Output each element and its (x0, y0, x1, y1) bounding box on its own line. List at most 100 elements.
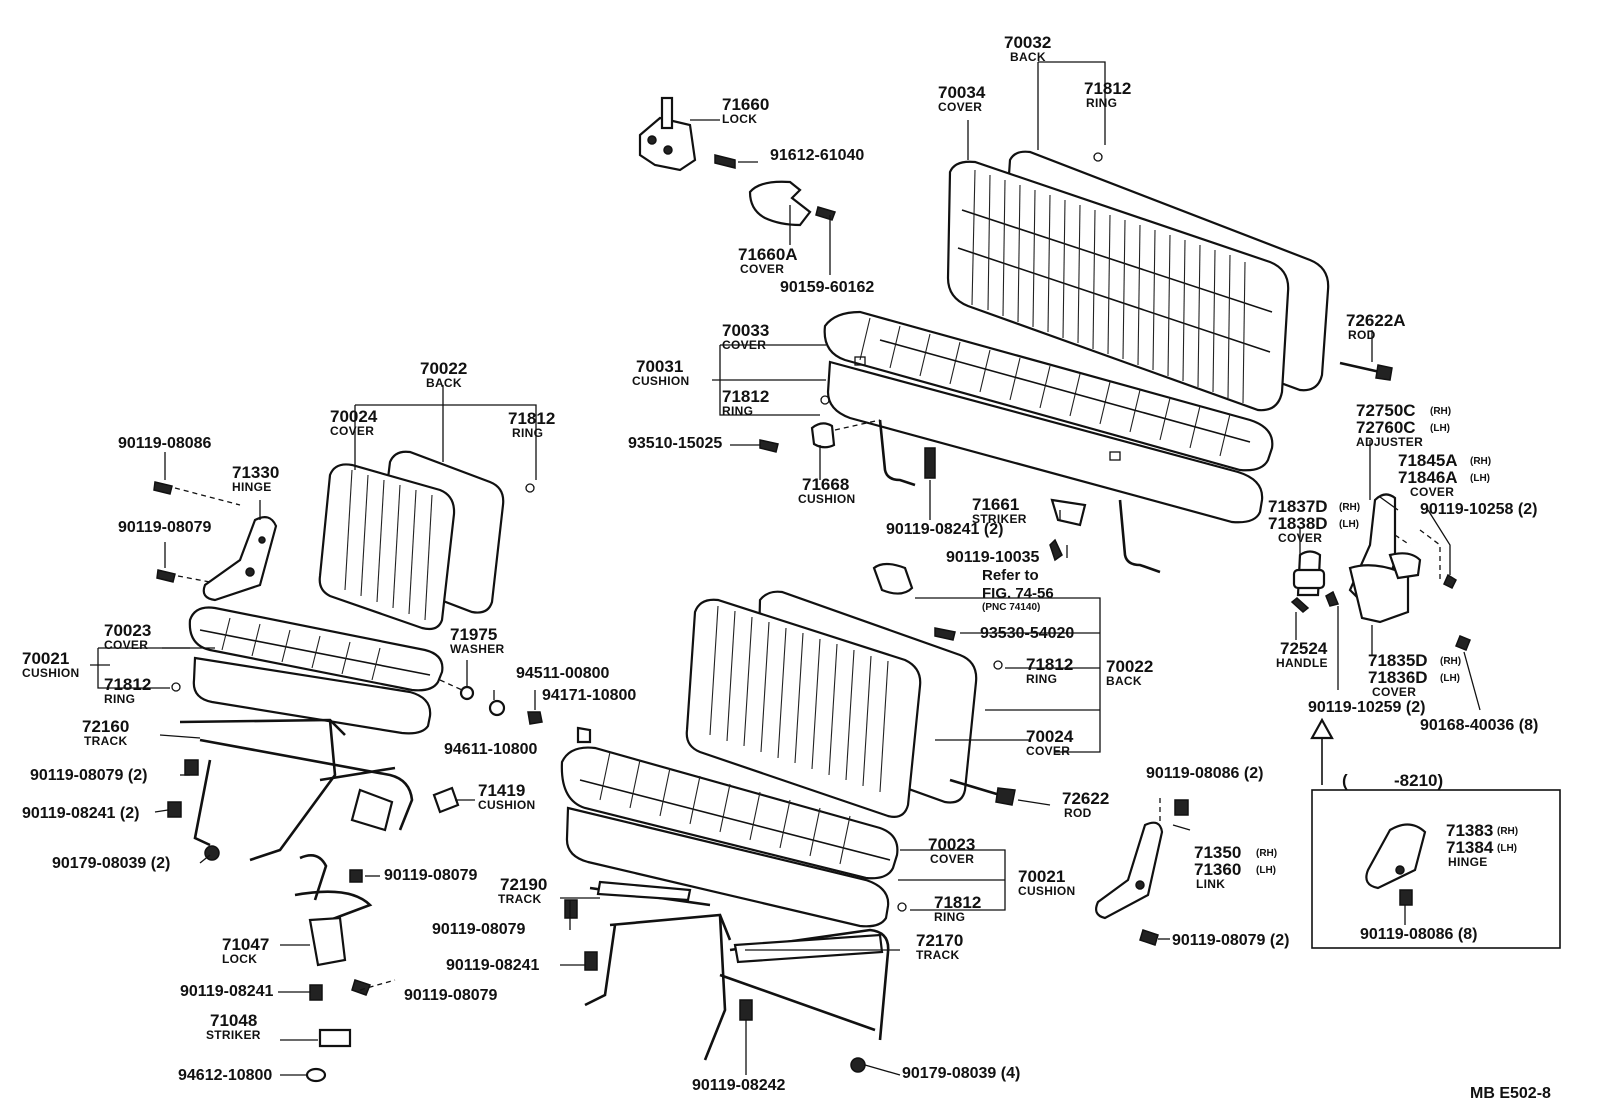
label-70022-left-name: BACK (426, 376, 462, 390)
label-71836D-qual: (LH) (1440, 673, 1460, 684)
label-71812-left2-number: 71812 (104, 675, 152, 694)
diagram-id: MB E502-8 (1470, 1085, 1551, 1102)
ring-71812-c (993, 660, 1003, 670)
label-71845A-number: 71845A (1398, 451, 1458, 470)
label-72750C-number: 72750C (1356, 401, 1416, 420)
label-71660A-name: COVER (740, 262, 785, 276)
label-71975-number: 71975 (450, 625, 498, 644)
hinge-71383 (1365, 823, 1427, 906)
lock-71660 (638, 96, 736, 172)
label-71660-name: LOCK (722, 112, 758, 126)
label-70034-number: 70034 (938, 83, 986, 102)
label-70023-c-name: COVER (930, 852, 975, 866)
label-70032-name: BACK (1010, 50, 1046, 64)
label-72622-name: ROD (1064, 806, 1092, 820)
label-93530-number: 93530-54020 (980, 625, 1075, 642)
label-71360-number: 71360 (1194, 860, 1242, 879)
label-70022-left-number: 70022 (420, 359, 468, 378)
label-71383-qual: (RH) (1497, 826, 1519, 837)
center-frame (564, 880, 890, 1073)
label-71975-name: WASHER (450, 642, 505, 656)
label-71360-qual: (LH) (1256, 865, 1276, 876)
label-71835D-number: 71835D (1368, 651, 1428, 670)
label-72160-number: 72160 (82, 717, 130, 736)
label-71048-number: 71048 (210, 1011, 258, 1030)
label-71330-number: 71330 (232, 463, 280, 482)
label-70031-name: CUSHION (632, 374, 690, 388)
nut-94611 (488, 699, 506, 717)
leader-lines (90, 61, 1481, 1076)
label-70024-left-name: COVER (330, 424, 375, 438)
label-90159-number: 90159-60162 (780, 279, 875, 296)
ring-71812-mid (820, 395, 830, 405)
label-71836D-name: COVER (1372, 685, 1417, 699)
label-90119-08241-c-number: 90119-08241 (446, 957, 540, 974)
label-71846A-name: COVER (1410, 485, 1455, 499)
label-71812-left-number: 71812 (508, 409, 556, 428)
label-71812-top-name: RING (1086, 96, 1118, 110)
label-90119-08079-2r-number: 90119-08079 (2) (1172, 932, 1290, 949)
bolt-90119-08241-top (924, 447, 936, 479)
ring-71812-c2 (897, 902, 907, 912)
bolt-93530 (934, 627, 956, 641)
label-72622A-number: 72622A (1346, 311, 1406, 330)
label-70033-number: 70033 (722, 321, 770, 340)
label-70021-c-name: CUSHION (1018, 884, 1076, 898)
bench-seat-back-70032 (946, 150, 1330, 412)
label-refer-line3: (PNC 74140) (982, 602, 1041, 613)
label-70023-left-name: COVER (104, 638, 149, 652)
ring-71812-left (525, 483, 535, 493)
label-70022-c-name: BACK (1106, 674, 1142, 688)
rod-72622 (949, 778, 1001, 797)
label-94612-number: 94612-10800 (178, 1067, 273, 1084)
label-94611-number: 94611-10800 (444, 741, 538, 758)
label-71350-qual: (RH) (1256, 848, 1278, 859)
label-72160-name: TRACK (84, 734, 128, 748)
bench-seat-cushion-70031 (823, 310, 1274, 574)
label-71846A-qual: (LH) (1470, 473, 1490, 484)
label-71837D-qual: (RH) (1339, 502, 1361, 513)
rod-72622-end (995, 787, 1016, 806)
nut-94171-2 (576, 726, 592, 744)
washer-71975 (459, 685, 475, 701)
label-72760C-name: ADJUSTER (1356, 435, 1424, 449)
center-seat-back-70022 (685, 590, 978, 818)
label-71360-name: LINK (1196, 877, 1226, 891)
left-seat-back-70022 (318, 450, 505, 631)
label-91612-number: 91612-61040 (770, 147, 865, 164)
label-72190-number: 72190 (500, 875, 548, 894)
label-72170-name: TRACK (916, 948, 960, 962)
label-71419-name: CUSHION (478, 798, 536, 812)
label-71836D-number: 71836D (1368, 668, 1428, 687)
ring-71812-left2 (171, 682, 181, 692)
label-refer-line1: Refer to (982, 567, 1039, 584)
label-90119-08079-2l-number: 90119-08079 (2) (30, 767, 148, 784)
label-90119-08241-lock-number: 90119-08241 (180, 983, 274, 1000)
label-94511-number: 94511-00800 (516, 665, 610, 682)
label-70023-c-number: 70023 (928, 835, 976, 854)
label-refer-line2: FIG. 74-56 (982, 585, 1054, 602)
label-71048-name: STRIKER (206, 1028, 261, 1042)
label-71812-mid-number: 71812 (722, 387, 770, 406)
label-72750C-qual: (RH) (1430, 406, 1452, 417)
label-71812-c-number: 71812 (1026, 655, 1074, 674)
label-90119-08079-left-number: 90119-08079 (118, 519, 212, 536)
label-72622A-name: ROD (1348, 328, 1376, 342)
label-70034-name: COVER (938, 100, 983, 114)
left-frame (167, 718, 414, 862)
label-70031-number: 70031 (636, 357, 684, 376)
hinge-71330 (153, 481, 278, 602)
adjuster-assembly (1290, 361, 1471, 651)
label-70024-left-number: 70024 (330, 407, 378, 426)
handle-refer (872, 562, 914, 595)
label-90119-08079-lock-number: 90119-08079 (384, 867, 478, 884)
label-90119-08086-left-number: 90119-08086 (118, 435, 212, 452)
label-72524-number: 72524 (1280, 639, 1328, 658)
label-70033-name: COVER (722, 338, 767, 352)
label-90119-10258-number: 90119-10258 (2) (1420, 501, 1538, 518)
label-70032-number: 70032 (1004, 33, 1052, 52)
label-70021-left-number: 70021 (22, 649, 70, 668)
label-71838D-name: COVER (1278, 531, 1323, 545)
bolt-93510 (759, 439, 779, 453)
